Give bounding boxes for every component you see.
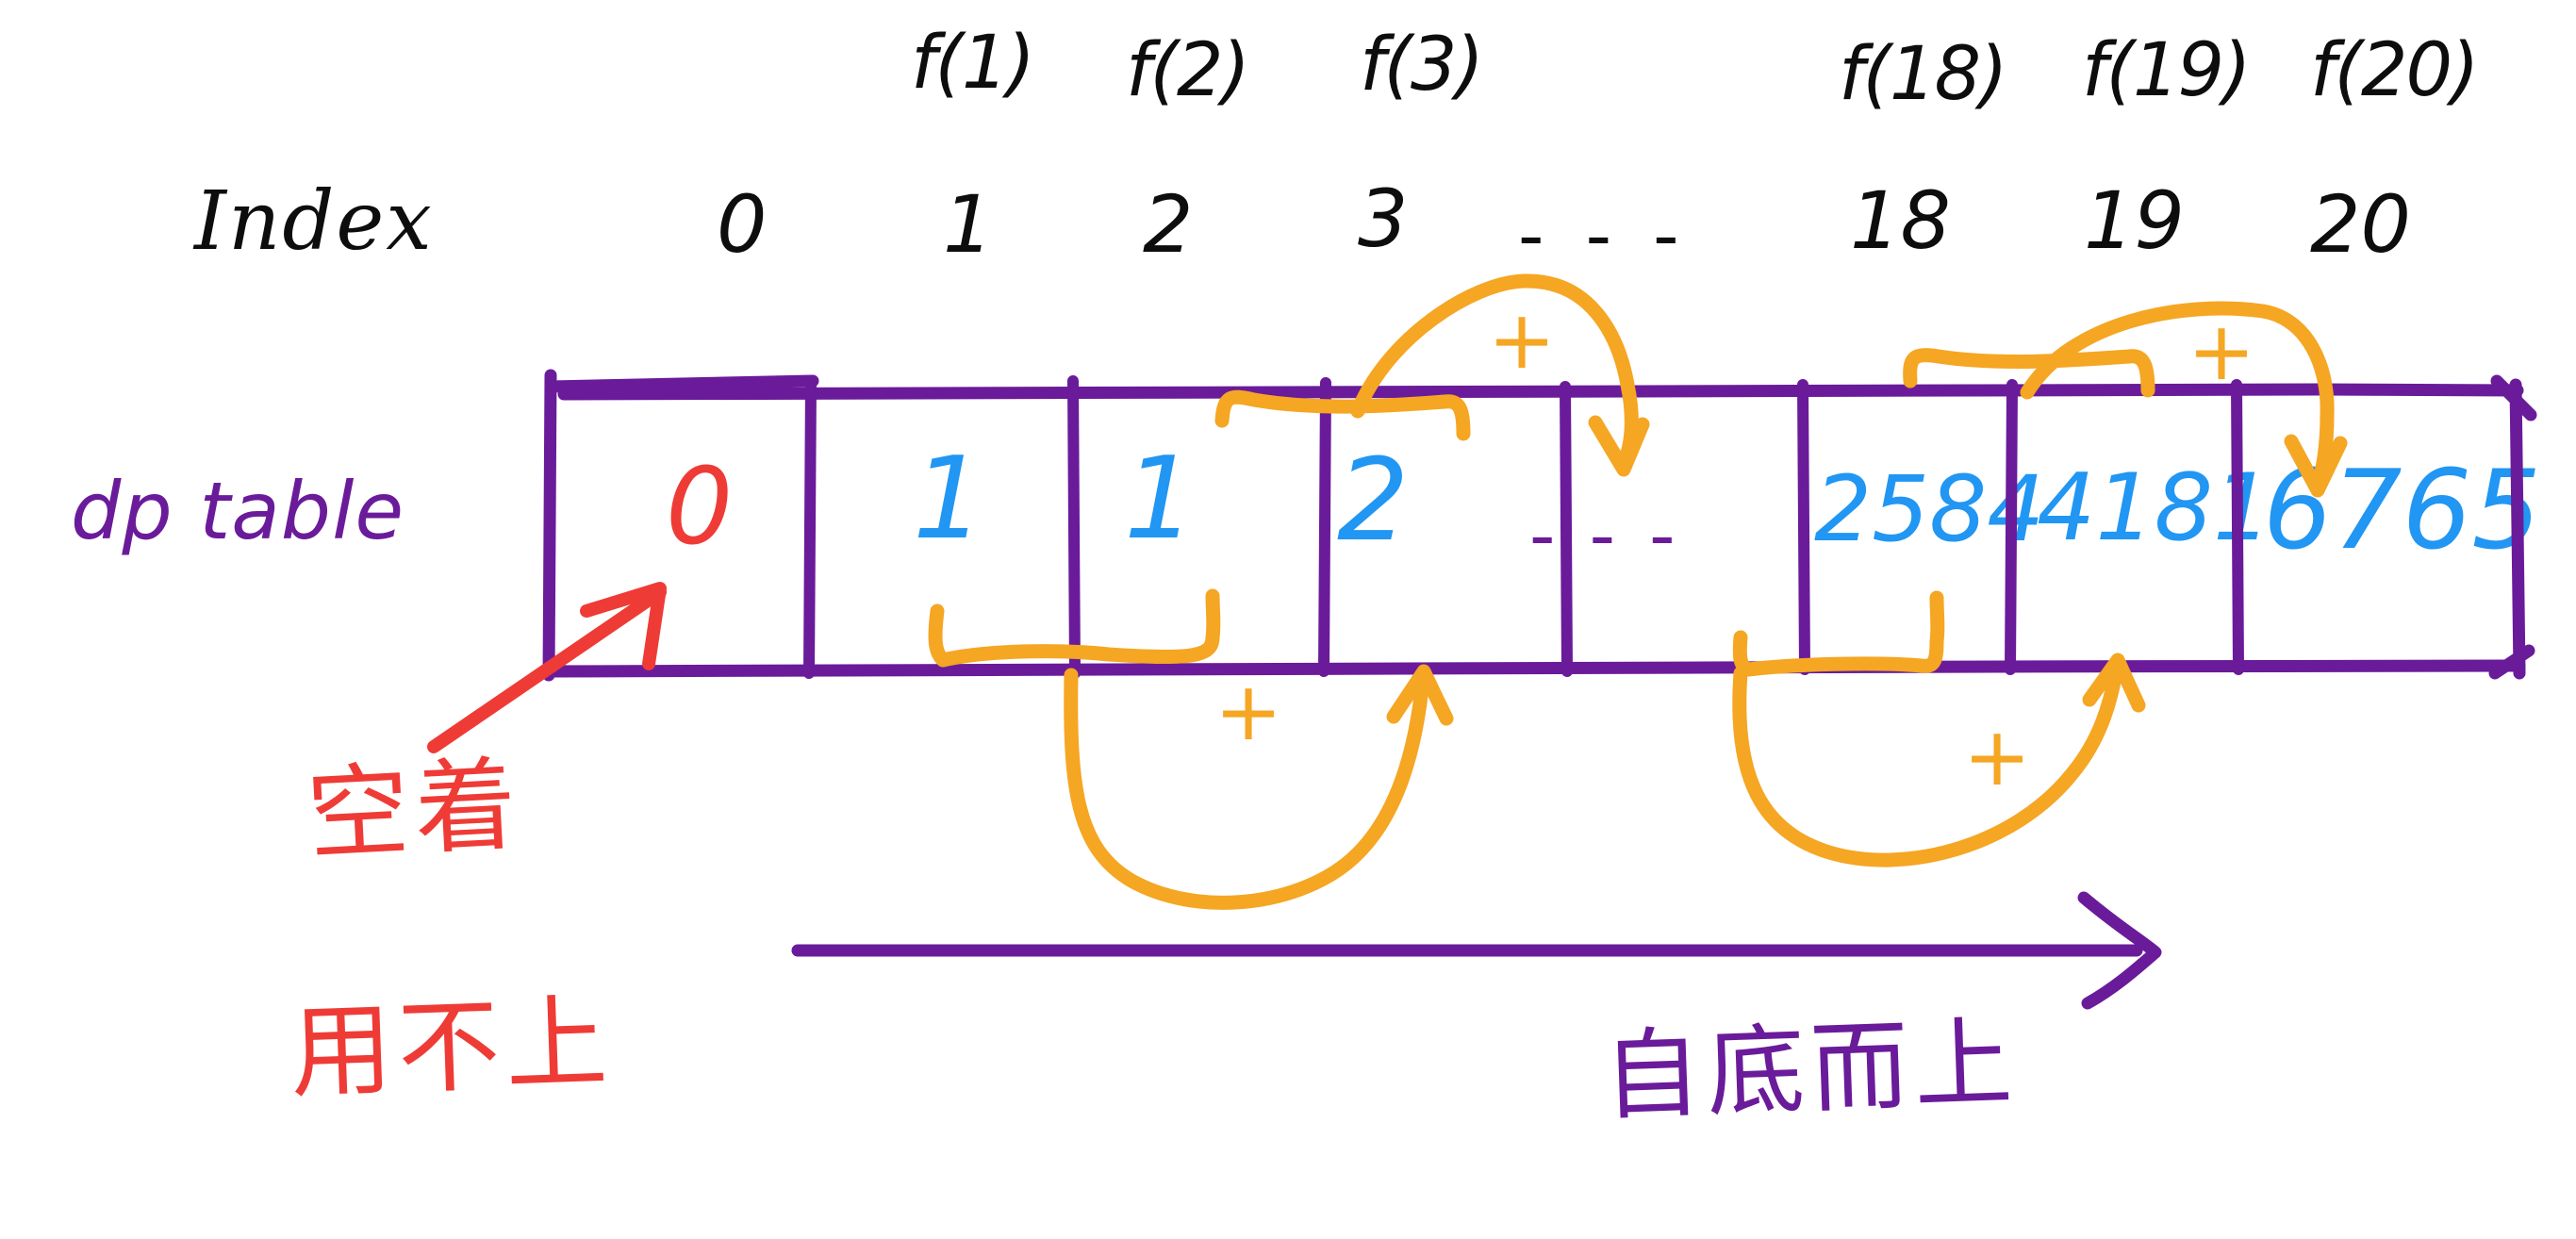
divider-dots-18 <box>1797 379 1810 675</box>
index-value-1: 1 <box>943 178 994 271</box>
dp-cell-value-20: 6765 <box>2263 447 2542 574</box>
index-value-2: 2 <box>1143 178 1194 271</box>
plus-sign-top-left: + <box>1488 293 1557 388</box>
index-ellipsis: - - - <box>1518 193 1689 277</box>
dp-cell-value-1: 1 <box>913 434 985 565</box>
annotation-direction: 自底而上 <box>1601 1004 2021 1134</box>
function-label-f3: f(3) <box>1360 23 1484 107</box>
dp-cell-value-3: 2 <box>1337 436 1410 567</box>
dp-cell-value-ellipsis: - - - <box>1529 493 1681 577</box>
annotation-empty-line2: 用不上 <box>288 983 616 1113</box>
annotation-empty-line1: 空着 <box>304 746 526 875</box>
plus-sign-top-right: + <box>2188 305 2256 399</box>
divider-2-3 <box>1318 377 1331 677</box>
plus-sign-bottom-left: + <box>1214 665 1283 759</box>
dp-cell-value-18: 2584 <box>1814 456 2045 562</box>
index-value-19: 19 <box>2084 174 2185 267</box>
red-pointer-arrow <box>427 582 667 753</box>
index-value-20: 20 <box>2310 178 2411 271</box>
index-value-0: 0 <box>717 178 768 271</box>
dp-cell-value-2: 1 <box>1124 434 1197 565</box>
function-label-f20: f(20) <box>2310 28 2480 113</box>
orange-sum-arc-bottom-right <box>1732 590 2146 867</box>
orange-sum-arc-left <box>1214 273 1650 477</box>
dp-table-label: dp table <box>71 465 405 557</box>
function-label-f1: f(1) <box>911 21 1035 106</box>
dp-cell-value-19: 4181 <box>2037 454 2272 562</box>
function-label-f18: f(18) <box>1839 32 2008 117</box>
divider-0-1 <box>803 377 817 679</box>
dp-cell-value-0: 0 <box>666 446 734 569</box>
function-label-f2: f(2) <box>1126 28 1250 113</box>
index-value-18: 18 <box>1850 174 1951 267</box>
divider-1-2 <box>1067 375 1081 679</box>
function-label-f19: f(19) <box>2082 28 2252 113</box>
index-row-label: Index <box>194 174 434 269</box>
bottom-up-direction-arrow <box>791 891 2162 1010</box>
index-value-3: 3 <box>1358 173 1409 265</box>
orange-sum-arc-bottom-left <box>928 588 1454 910</box>
plus-sign-bottom-right: + <box>1963 710 2032 804</box>
